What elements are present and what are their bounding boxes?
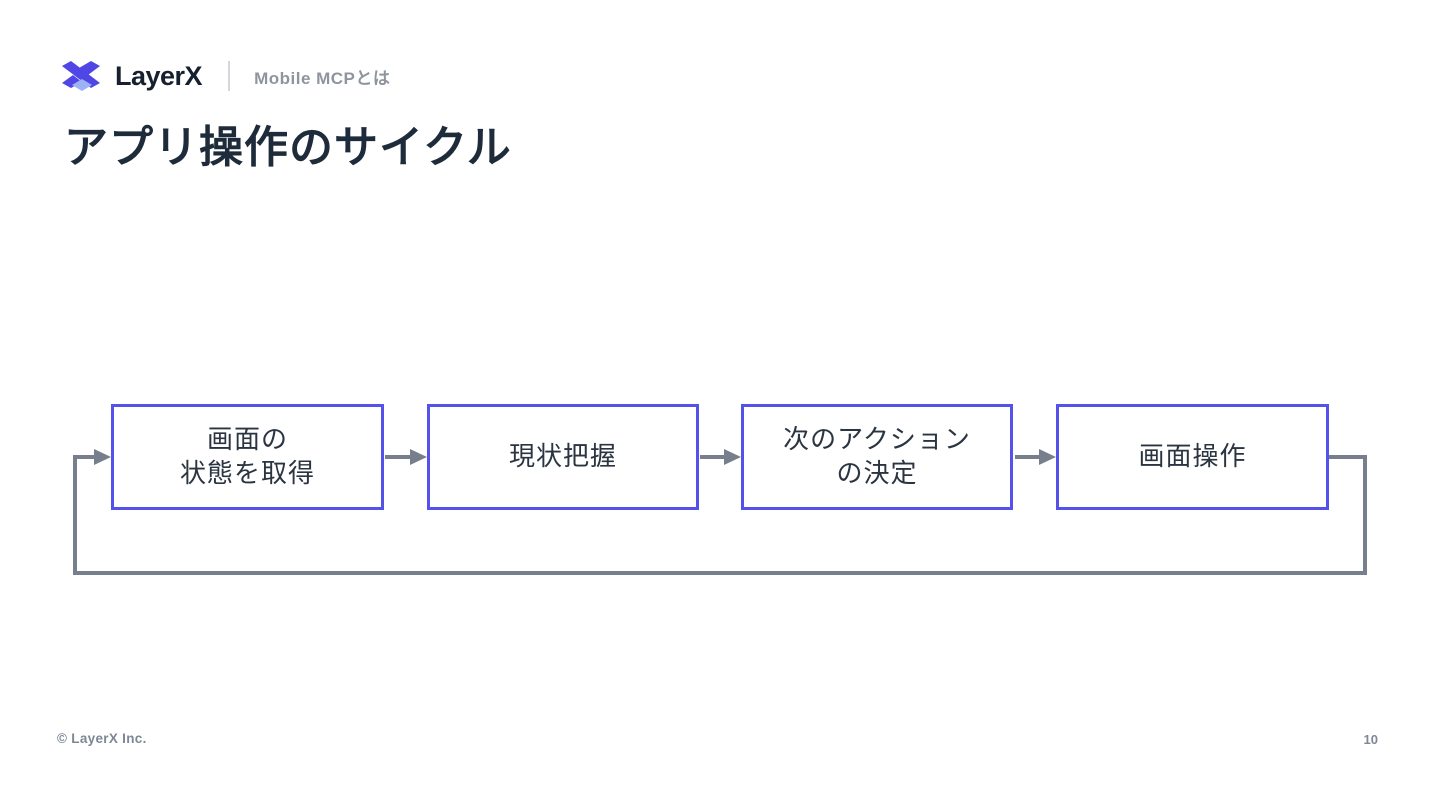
footer-page-number: 10 <box>1363 732 1378 747</box>
flow-step-decide-next-action: 次のアクション の決定 <box>741 404 1013 510</box>
flow-step-label: 画面の <box>206 424 288 455</box>
flow-step-label: 現状把握 <box>508 441 617 472</box>
flow-step-operate-screen: 画面操作 <box>1056 404 1329 510</box>
flow-step-get-screen-state: 画面の 状態を取得 <box>111 404 384 510</box>
flow-arrow-2 <box>700 449 741 465</box>
flow-arrow-1 <box>385 449 427 465</box>
header-subtitle: Mobile MCPとは <box>254 68 391 88</box>
flow-step-assess-current: 現状把握 <box>427 404 699 510</box>
header: LayerX Mobile MCPとは <box>57 56 390 96</box>
flow-step-label: の決定 <box>836 458 918 488</box>
flow-arrow-3 <box>1015 449 1056 465</box>
flow-step-label: 画面操作 <box>1138 441 1247 472</box>
flow-step-label: 状態を取得 <box>179 458 315 488</box>
layerx-logo-icon <box>62 61 100 91</box>
page-title: アプリ操作のサイクル <box>64 123 512 172</box>
header-divider <box>228 61 231 91</box>
footer-copyright: © LayerX Inc. <box>57 731 147 746</box>
brand-wordmark: LayerX <box>115 60 203 91</box>
flow-step-label: 次のアクション <box>783 424 971 455</box>
